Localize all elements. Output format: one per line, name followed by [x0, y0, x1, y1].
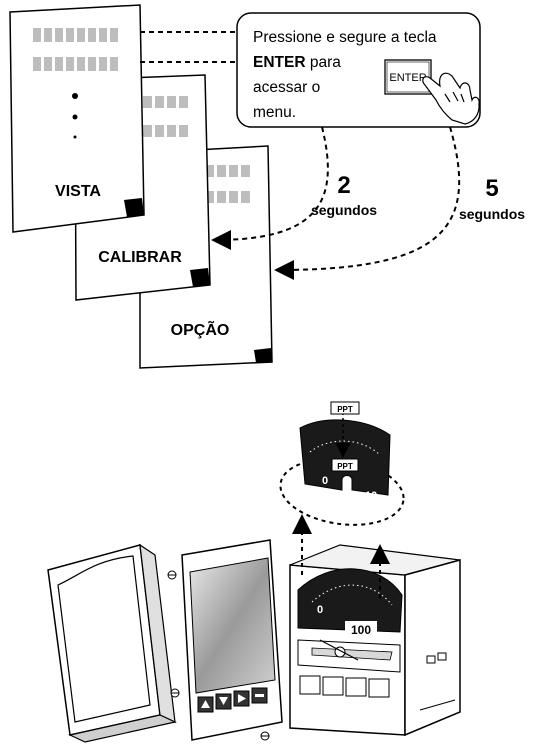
enter-key-icon: ENTER	[384, 59, 432, 95]
timer-5-unit: segundos	[459, 206, 525, 222]
callout-enter-word: ENTER	[253, 54, 306, 71]
callout-line-2-rest: para	[306, 54, 342, 71]
bezel-frame	[47, 543, 177, 743]
timer-5-value: 5	[485, 175, 498, 202]
lift-arrows	[292, 514, 390, 598]
callout-line-1: Pressione e segure a tecla	[253, 29, 437, 46]
hand-pointer-icon	[422, 72, 480, 125]
plate-min-label: 0	[322, 475, 328, 487]
meter-max-label: 100	[351, 623, 371, 637]
enter-button-icon	[251, 687, 268, 704]
timer-2-value: 2	[337, 172, 350, 199]
enter-key-label: ENTER	[389, 72, 426, 84]
scale-plate: PPT 0 10 PPT	[279, 401, 405, 526]
callout-box: Pressione e segure a tecla ENTER para ac…	[236, 12, 481, 128]
page-label-opcao: OPÇÃO	[171, 319, 230, 339]
arrow-to-opcao	[274, 126, 461, 280]
timer-2-unit: segundos	[311, 202, 377, 218]
arrow-down-button-icon	[215, 693, 232, 710]
timer-2s: 2 segundos	[311, 172, 377, 218]
page-label-vista: VISTA	[55, 183, 101, 200]
callout-line-3: acessar o	[253, 79, 320, 96]
page-label-calibrar: CALIBRAR	[98, 249, 182, 266]
instrument-body: 0 100	[289, 544, 461, 737]
arrow-up-button-icon	[197, 696, 214, 713]
menu-page-vista: VISTA	[9, 4, 145, 233]
plate-max-label: 10	[365, 490, 377, 502]
leader-lines	[140, 31, 237, 63]
plate-tag: PPT	[337, 405, 353, 414]
callout-line-4: menu.	[253, 104, 296, 121]
plate-inner-tag: PPT	[337, 462, 353, 471]
arrow-right-button-icon	[233, 690, 250, 707]
callout-line-2: ENTER para	[253, 54, 341, 71]
timer-5s: 5 segundos	[459, 175, 525, 222]
front-panel	[181, 539, 283, 741]
meter-min-label: 0	[317, 604, 323, 616]
